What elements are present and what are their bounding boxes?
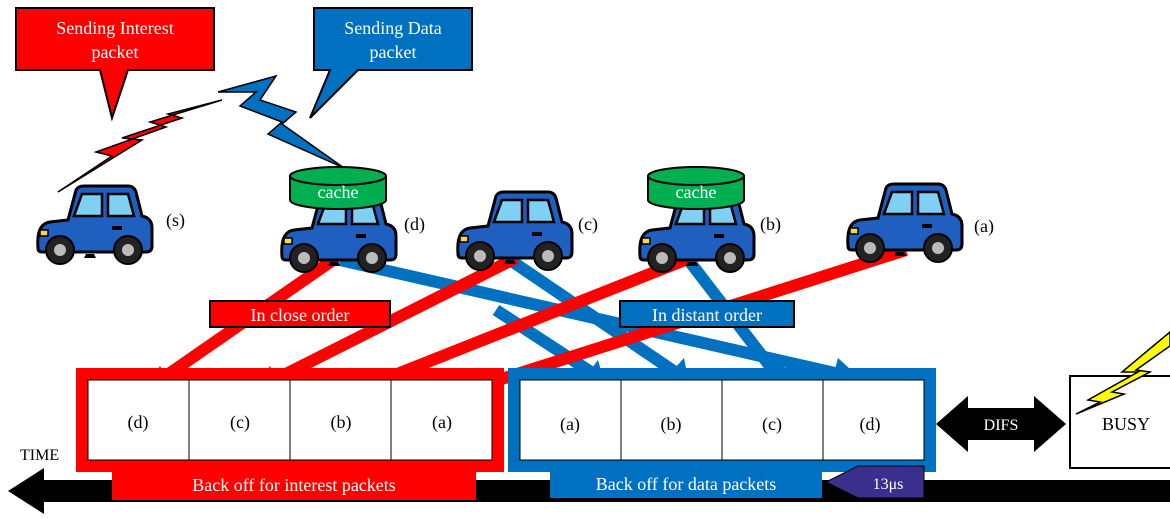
svg-text:In close order: In close order [251,305,350,325]
interest-slot: (c) [230,412,250,433]
slot-time-label: 13μs [873,476,904,493]
interest-backoff-label: Back off for interest packets [112,468,476,500]
yellow-lightning-icon [1075,331,1170,415]
data-slot: (d) [860,414,881,435]
svg-text:Back off for data packets: Back off for data packets [596,474,777,494]
data-callout-line2: packet [370,42,417,62]
cache-label: cache [676,182,717,202]
interest-backoff-slots: (d) (c) (b) (a) [76,368,504,472]
data-backoff-slots: (a) (b) (c) (d) [508,368,936,472]
svg-text:In distant order: In distant order [652,305,762,325]
data-slot: (c) [762,414,782,435]
car-icon [846,182,964,264]
interest-callout-line1: Sending Interest [56,18,173,38]
cache-label: cache [318,182,359,202]
car-s: (s) [36,184,185,266]
car-d: cache (d) [280,166,425,274]
interest-lightning-icon [57,99,223,193]
car-d-label: (d) [404,214,425,235]
slot-time-arrow: 13μs [824,465,925,499]
interest-slot: (a) [432,412,452,433]
car-b-label: (b) [760,214,781,235]
car-c-label: (c) [578,214,598,235]
distant-order-label: In distant order [619,300,795,328]
car-icon [36,184,154,266]
busy-label: BUSY [1102,414,1150,434]
interest-callout: Sending Interest packet [15,7,215,122]
car-s-label: (s) [166,210,185,231]
time-label: TIME [20,447,59,464]
interest-slot: (d) [128,412,149,433]
data-backoff-label: Back off for data packets [550,468,822,498]
data-callout-line1: Sending Data [344,18,441,38]
close-order-label: In close order [209,300,391,328]
data-callout: Sending Data packet [309,7,473,119]
car-a-label: (a) [974,216,994,237]
car-icon [456,190,574,272]
data-slot: (b) [661,414,682,435]
interest-slot: (b) [331,412,352,433]
car-b: cache (b) [638,166,781,274]
busy-box: BUSY [1069,331,1170,469]
data-slot: (a) [560,414,580,435]
svg-text:Back off for interest packets: Back off for interest packets [192,475,396,495]
difs-label: DIFS [984,417,1019,434]
difs-arrow: DIFS [936,396,1066,452]
interest-callout-line2: packet [92,42,139,62]
car-a: (a) [846,182,994,264]
car-c: (c) [456,190,598,272]
